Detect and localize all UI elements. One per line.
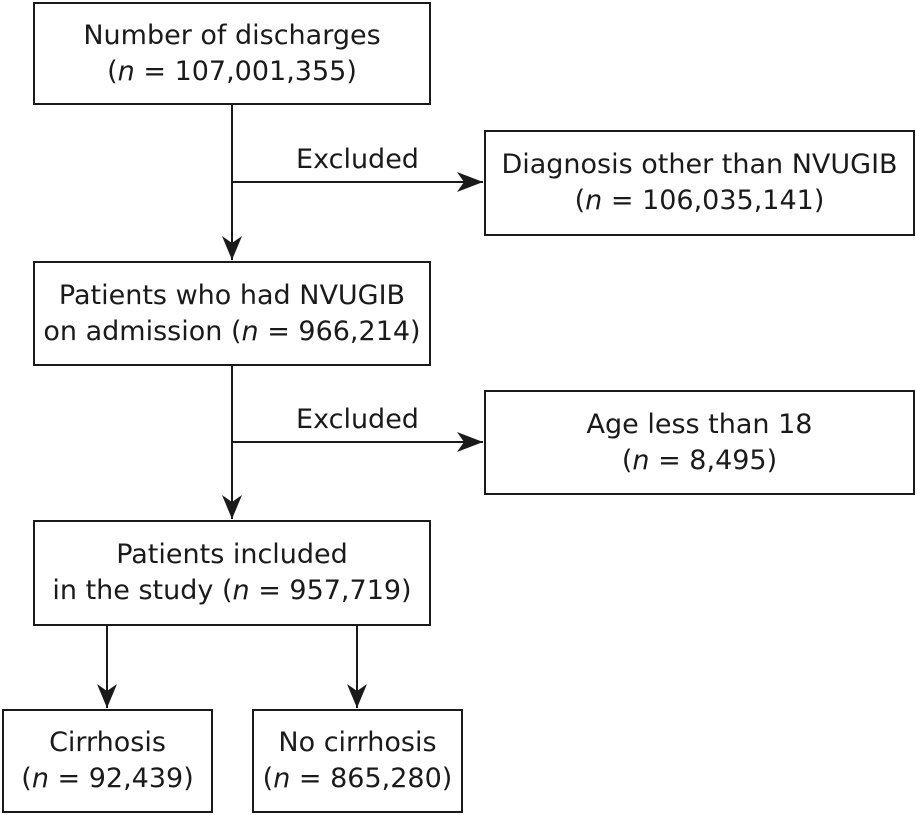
n-symbol: n [273, 763, 291, 794]
count-prefix: on admission ( [43, 315, 242, 347]
arrowhead-excluded-age [457, 432, 483, 452]
count-prefix: ( [107, 55, 118, 87]
count-value: = 8,495) [649, 444, 778, 476]
node-excluded-age-count: (n = 8,495) [622, 443, 777, 479]
node-discharges-count: (n = 107,001,355) [107, 54, 357, 90]
n-symbol: n [117, 55, 135, 87]
node-nvugib-title: Patients who had NVUGIB [58, 279, 406, 311]
count-value: = 865,280) [290, 763, 453, 794]
n-symbol: n [31, 763, 49, 794]
node-discharges: Number of discharges (n = 107,001,355) [33, 2, 431, 105]
excluded-label-2: Excluded [296, 404, 419, 435]
count-prefix: ( [21, 763, 32, 794]
node-cirrhosis-count: (n = 92,439) [21, 761, 193, 797]
node-discharges-title: Number of discharges [83, 19, 381, 51]
count-prefix: ( [262, 763, 274, 794]
node-nvugib-patients: Patients who had NVUGIB on admission (n … [33, 261, 431, 366]
node-excluded-diagnosis-count: (n = 106,035,141) [575, 183, 825, 219]
n-symbol: n [232, 575, 250, 606]
count-value: = 107,001,355) [134, 55, 357, 87]
n-symbol: n [585, 185, 603, 216]
arrowhead-cirrhosis [97, 684, 117, 708]
node-included-title: Patients included [116, 539, 348, 570]
arrowhead-excluded-diagnosis [457, 172, 483, 192]
count-prefix: ( [621, 444, 633, 476]
arrowhead-included [222, 495, 242, 519]
node-excluded-age: Age less than 18 (n = 8,495) [484, 390, 915, 495]
node-excluded-diagnosis: Diagnosis other than NVUGIB (n = 106,035… [484, 130, 915, 236]
count-prefix: ( [574, 185, 586, 216]
node-included-count: in the study (n = 957,719) [52, 573, 411, 609]
arrowhead-no-cirrhosis [347, 684, 367, 708]
node-no-cirrhosis-title: No cirrhosis [278, 727, 437, 758]
node-cirrhosis-title: Cirrhosis [49, 727, 166, 758]
node-no-cirrhosis: No cirrhosis (n = 865,280) [252, 709, 463, 813]
count-prefix: in the study ( [52, 575, 233, 606]
count-value: = 957,719) [249, 575, 412, 606]
excluded-label-1: Excluded [296, 144, 419, 175]
count-value: = 92,439) [48, 763, 194, 794]
node-included: Patients included in the study (n = 957,… [33, 520, 431, 626]
node-nvugib-count: on admission (n = 966,214) [43, 314, 420, 350]
node-excluded-diagnosis-title: Diagnosis other than NVUGIB [501, 149, 898, 180]
node-excluded-age-title: Age less than 18 [586, 408, 813, 440]
node-no-cirrhosis-count: (n = 865,280) [263, 761, 453, 797]
arrowhead-nvugib [222, 236, 242, 260]
count-value: = 966,214) [258, 315, 421, 347]
n-symbol: n [241, 315, 259, 347]
count-value: = 106,035,141) [602, 185, 825, 216]
node-cirrhosis: Cirrhosis (n = 92,439) [2, 709, 213, 813]
n-symbol: n [632, 444, 650, 476]
